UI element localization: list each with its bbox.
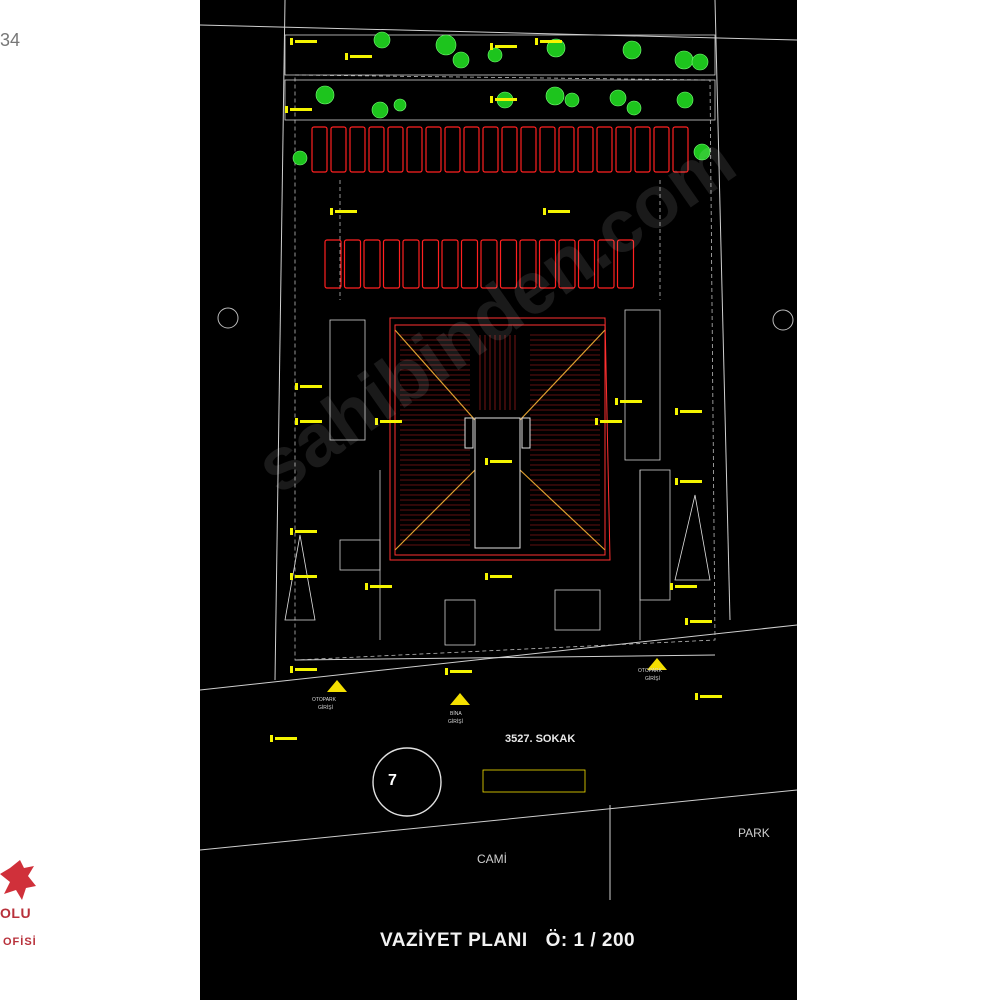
logo-text-2: OFİSİ <box>3 936 37 948</box>
parking-space <box>402 239 420 289</box>
parking-space <box>382 239 401 289</box>
parking-space <box>520 126 537 173</box>
parking-space <box>387 126 404 173</box>
parking-space <box>538 239 557 289</box>
mosque-label: CAMİ <box>477 852 507 866</box>
parking-space <box>441 239 459 289</box>
parking-space <box>363 239 381 289</box>
parking-space <box>558 126 575 173</box>
street-label: 3527. SOKAK <box>505 733 576 745</box>
parking-space <box>425 126 442 173</box>
parking-space <box>406 126 423 173</box>
entrance-3-label: OTOPARK <box>638 668 662 674</box>
logo-icon <box>0 860 36 900</box>
cad-drawing <box>200 0 797 900</box>
parking-space <box>672 126 689 173</box>
parking-space <box>577 126 594 173</box>
entrance-1-label: OTOPARK <box>312 697 336 703</box>
north-marker-number: 7 <box>388 772 397 789</box>
park-label: PARK <box>738 826 770 840</box>
entrance-2-sub: GİRİŞİ <box>448 719 464 725</box>
parking-space <box>499 239 518 289</box>
parking-space <box>558 239 576 289</box>
parking-space <box>444 126 461 173</box>
parking-space <box>463 126 480 173</box>
parking-space <box>311 126 328 173</box>
parking-space <box>501 126 518 173</box>
plan-title: VAZİYET PLANI Ö: 1 / 200 <box>380 930 635 952</box>
parking-space <box>615 126 632 173</box>
parking-space <box>330 126 347 173</box>
entrance-2-label: BİNA <box>450 711 462 717</box>
parking-space <box>480 239 498 289</box>
entrance-1-sub: GİRİŞİ <box>318 705 334 711</box>
parking-space <box>616 239 635 289</box>
plan-scale: Ö: 1 / 200 <box>545 930 636 951</box>
parking-space <box>597 239 615 289</box>
site-plan-drawing: sahibinden.com 3527. SOKAK PARK CAMİ 7 O… <box>200 0 797 1000</box>
page-number: 34 <box>0 30 21 50</box>
parking-space <box>482 126 499 173</box>
parking-space <box>343 239 362 289</box>
parking-space <box>349 126 366 173</box>
parking-space <box>653 126 670 173</box>
parking-space <box>324 239 342 289</box>
entrance-3-sub: GİRİŞİ <box>645 676 661 682</box>
parking-space <box>577 239 596 289</box>
parking-space <box>421 239 440 289</box>
plan-title-text: VAZİYET PLANI <box>380 930 528 951</box>
parking-space <box>596 126 613 173</box>
parking-space <box>460 239 479 289</box>
logo-text-1: OLU <box>0 905 32 921</box>
parking-space <box>634 126 651 173</box>
parking-space <box>539 126 556 173</box>
parking-space <box>368 126 385 173</box>
parking-space <box>519 239 537 289</box>
